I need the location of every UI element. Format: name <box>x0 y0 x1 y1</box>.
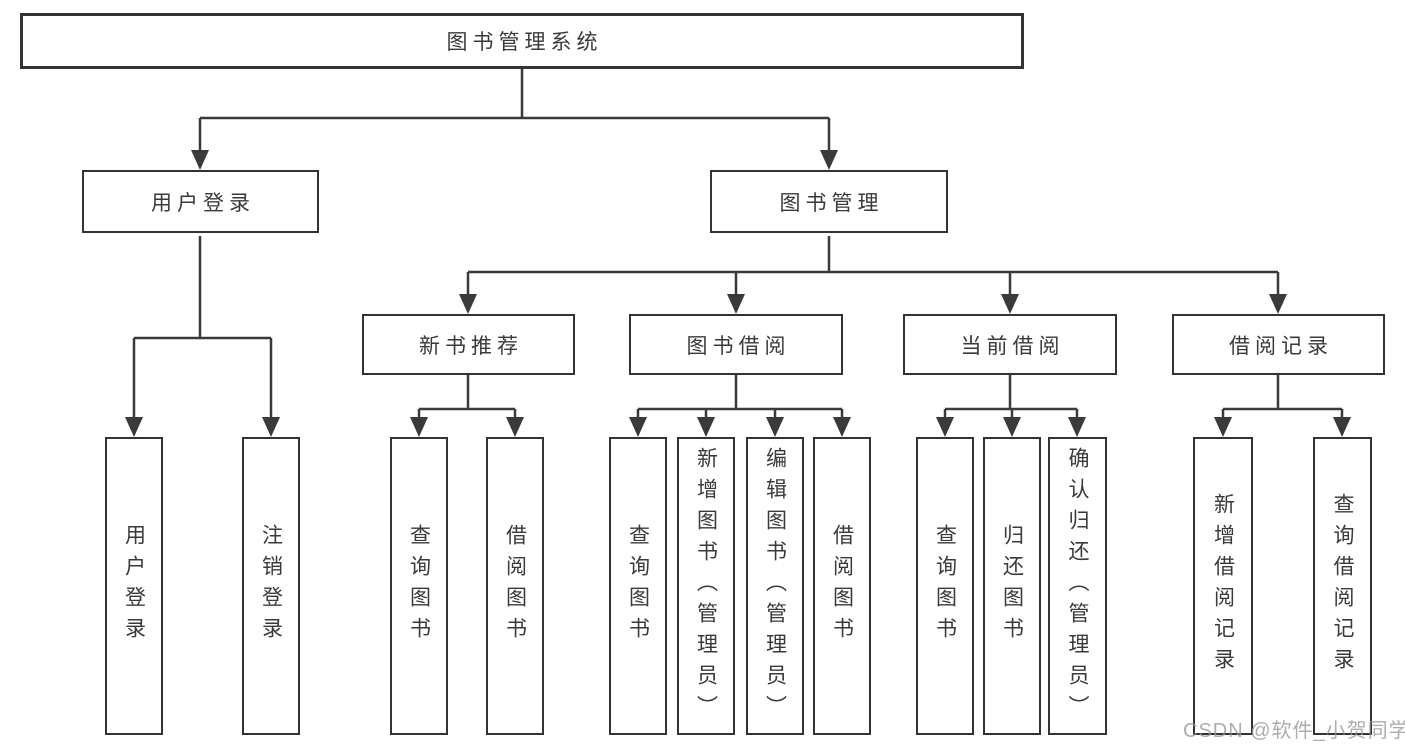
leaf-logout-login: 注销登录 <box>242 437 300 735</box>
node-book-borrowing: 图书借阅 <box>629 314 843 375</box>
leaf-label: 查询图书 <box>407 524 431 648</box>
node-label: 图书管理 <box>779 191 884 215</box>
leaf-borrow-books-recommend: 借阅图书 <box>486 437 544 735</box>
leaf-label: 查询借阅记录 <box>1331 493 1354 679</box>
leaf-label: 注销登录 <box>259 524 283 648</box>
node-label: 用户登录 <box>151 191 255 215</box>
leaf-user-login: 用户登录 <box>105 437 163 735</box>
arrowhead-icons <box>125 150 1351 437</box>
leaf-label: 新增借阅记录 <box>1211 493 1235 679</box>
leaf-borrow-books-borrowing: 借阅图书 <box>813 437 871 735</box>
leaf-edit-books-admin: 编辑图书（管理员） <box>746 437 804 735</box>
node-book-management: 图书管理 <box>710 170 948 233</box>
leaf-label: 借阅图书 <box>503 524 527 648</box>
leaf-label: 查询图书 <box>933 524 957 648</box>
node-root-system: 图书管理系统 <box>20 13 1024 69</box>
leaf-label: 编辑图书（管理员） <box>763 446 787 726</box>
leaf-add-books-admin: 新增图书（管理员） <box>677 437 735 735</box>
node-current-borrowing: 当前借阅 <box>903 314 1117 375</box>
leaf-query-books-borrowing: 查询图书 <box>609 437 667 735</box>
node-label: 当前借阅 <box>960 334 1065 358</box>
node-label: 借阅记录 <box>1229 334 1333 358</box>
leaf-query-books-current: 查询图书 <box>916 437 974 735</box>
leaf-query-books-recommend: 查询图书 <box>390 437 448 735</box>
node-label: 新书推荐 <box>419 334 523 358</box>
node-user-login: 用户登录 <box>82 170 319 233</box>
csdn-watermark: CSDN @软件_小贺同学 <box>1183 720 1405 742</box>
leaf-confirm-return-admin: 确认归还（管理员） <box>1048 437 1107 735</box>
node-label: 图书管理系统 <box>446 31 603 54</box>
leaf-add-borrow-record: 新增借阅记录 <box>1193 437 1253 735</box>
tree-edges <box>132 69 1344 419</box>
leaf-query-borrow-record: 查询借阅记录 <box>1313 437 1372 735</box>
node-borrowing-records: 借阅记录 <box>1172 314 1385 375</box>
leaf-return-books: 归还图书 <box>983 437 1041 735</box>
leaf-label: 借阅图书 <box>830 524 854 648</box>
leaf-label: 归还图书 <box>1000 524 1024 648</box>
node-new-book-recommend: 新书推荐 <box>362 314 575 375</box>
leaf-label: 确认归还（管理员） <box>1066 446 1089 726</box>
leaf-label: 查询图书 <box>626 524 650 648</box>
leaf-label: 用户登录 <box>122 524 146 648</box>
node-label: 图书借阅 <box>686 334 791 358</box>
leaf-label: 新增图书（管理员） <box>694 446 718 726</box>
